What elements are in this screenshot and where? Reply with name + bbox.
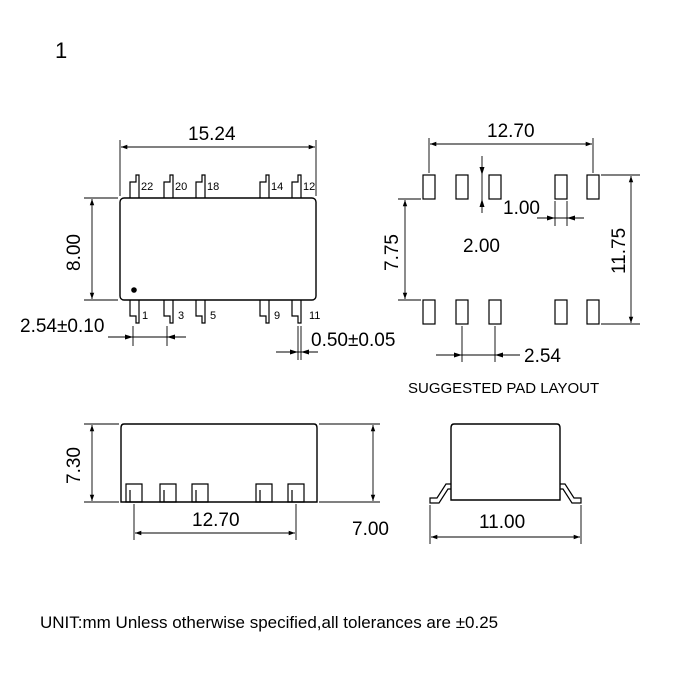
- pin-22: [129, 174, 140, 198]
- pin-label: 11: [309, 310, 320, 322]
- side-lead: [125, 483, 143, 503]
- end-lead-left: [429, 483, 451, 504]
- end-view: 11.00: [429, 423, 582, 544]
- pin-5: [195, 300, 206, 324]
- pin-11: [291, 300, 302, 324]
- side-lead: [159, 483, 177, 503]
- dim-seated-height-label: 7.00: [352, 519, 389, 540]
- pin-12: [291, 174, 302, 198]
- dim-pad-pitch-label: 2.54: [524, 346, 561, 367]
- pin-label: 1: [142, 310, 148, 322]
- pad-layout-caption: SUGGESTED PAD LAYOUT: [408, 380, 599, 397]
- pad: [586, 299, 600, 325]
- pin-label: 14: [271, 181, 283, 193]
- top-pins: [129, 174, 302, 198]
- pin-3: [163, 300, 174, 324]
- pad: [422, 174, 436, 200]
- pad: [488, 299, 502, 325]
- package-body-side: [120, 423, 318, 503]
- pad: [554, 174, 568, 200]
- package-body-top: [119, 197, 317, 301]
- pin-label: 18: [207, 181, 219, 193]
- pin-label: 22: [141, 181, 153, 193]
- dim-pitch-label: 2.54±0.10: [20, 316, 104, 337]
- pad: [422, 299, 436, 325]
- dim-end-width-label: 11.00: [479, 512, 525, 533]
- pad: [488, 174, 502, 200]
- pin-label: 20: [175, 181, 187, 193]
- side-lead: [255, 483, 273, 503]
- pin-14: [259, 174, 270, 198]
- dim-lead-width-label: 0.50±0.05: [311, 330, 395, 351]
- dim-pad-width-label: 1.00: [503, 198, 540, 219]
- pad-layout-view: 12.70 2.00 1.00 7.75 11.75 2.54 SUGGESTE…: [382, 121, 640, 397]
- pin-1: [129, 300, 140, 324]
- figure-number: 1: [55, 38, 67, 63]
- dim-inner-label: 7.75: [382, 234, 403, 271]
- pad: [554, 299, 568, 325]
- side-view: 7.30 12.70 7.00: [64, 423, 389, 540]
- pin-label: 3: [178, 310, 184, 322]
- bottom-pins: [129, 300, 302, 324]
- end-lead-right: [560, 483, 582, 504]
- top-view: 22 20 18 14 12 1 3 5 9 11 15.24 8.00 2.5…: [20, 124, 395, 360]
- dim-outer-label: 11.75: [609, 228, 630, 274]
- dim-height-label: 8.00: [64, 234, 85, 271]
- dim-side-span-label: 12.70: [192, 510, 240, 531]
- pin-18: [195, 174, 206, 198]
- dim-side-height-label: 7.30: [64, 447, 85, 484]
- side-lead: [191, 483, 209, 503]
- pin-label: 12: [303, 181, 315, 193]
- pin-20: [163, 174, 174, 198]
- side-lead: [287, 483, 305, 503]
- dim-pad-length-label: 2.00: [463, 236, 500, 257]
- pin-label: 9: [274, 310, 280, 322]
- units-note: UNIT:mm Unless otherwise specified,all t…: [40, 613, 498, 632]
- pin-9: [259, 300, 270, 324]
- pin-label: 5: [210, 310, 216, 322]
- dim-pad-span-label: 12.70: [487, 121, 535, 142]
- dim-width-label: 15.24: [188, 124, 236, 145]
- pad: [455, 299, 469, 325]
- pad: [586, 174, 600, 200]
- pad: [455, 174, 469, 200]
- package-body-end: [450, 423, 561, 501]
- pin1-marker-dot: [131, 287, 137, 293]
